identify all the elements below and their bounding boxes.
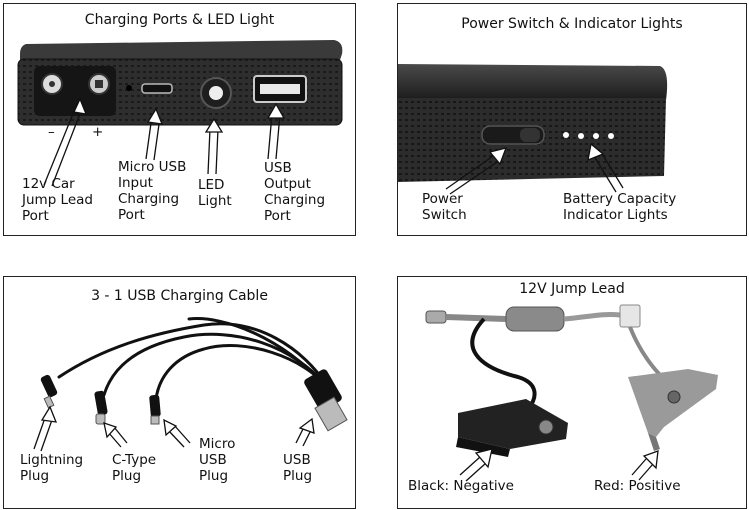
label-led-light: LED Light	[198, 177, 232, 209]
panel-title: 3 - 1 USB Charging Cable	[91, 288, 268, 304]
power-bank-ports-illustration	[17, 40, 343, 187]
label-black-negative: Black: Negative	[408, 478, 514, 494]
label-ctype-plug: C-Type Plug	[112, 452, 157, 484]
minus-sign: –	[48, 124, 55, 140]
label-lightning-plug: Lightning Plug	[20, 452, 84, 484]
label-micro-usb-port: Micro USB Input Charging Port	[118, 159, 187, 223]
label-red-positive: Red: Positive	[594, 478, 681, 494]
plus-sign: +	[92, 124, 104, 140]
label-power-switch: Power Switch	[422, 191, 467, 223]
label-usb-plug: USB Plug	[283, 452, 313, 484]
panel-usb-cable: 3 - 1 USB Charging Cable	[3, 276, 356, 509]
label-battery-indicator: Battery Capacity Indicator Lights	[563, 191, 677, 223]
panel-title: 12V Jump Lead	[519, 281, 625, 297]
label-usb-output-port: USB Output Charging Port	[264, 160, 326, 224]
label-micro-usb-plug: Micro USB Plug	[199, 436, 236, 484]
label-jump-lead-port: 12v Car Jump Lead Port	[22, 176, 93, 224]
panel-title: Charging Ports & LED Light	[84, 12, 275, 28]
panel-title: Power Switch & Indicator Lights	[461, 16, 683, 32]
panel-power-switch: Power Switch & Indicator Lights	[397, 3, 747, 236]
panel-jump-lead: 12V Jump Lead Black: Negative Red: Posit…	[397, 276, 747, 509]
power-switch-illustration	[398, 64, 668, 195]
jump-lead-illustration	[425, 304, 718, 482]
panel-charging-ports: Charging Ports & LED Light	[3, 3, 356, 236]
usb-cable-illustration	[33, 317, 348, 452]
